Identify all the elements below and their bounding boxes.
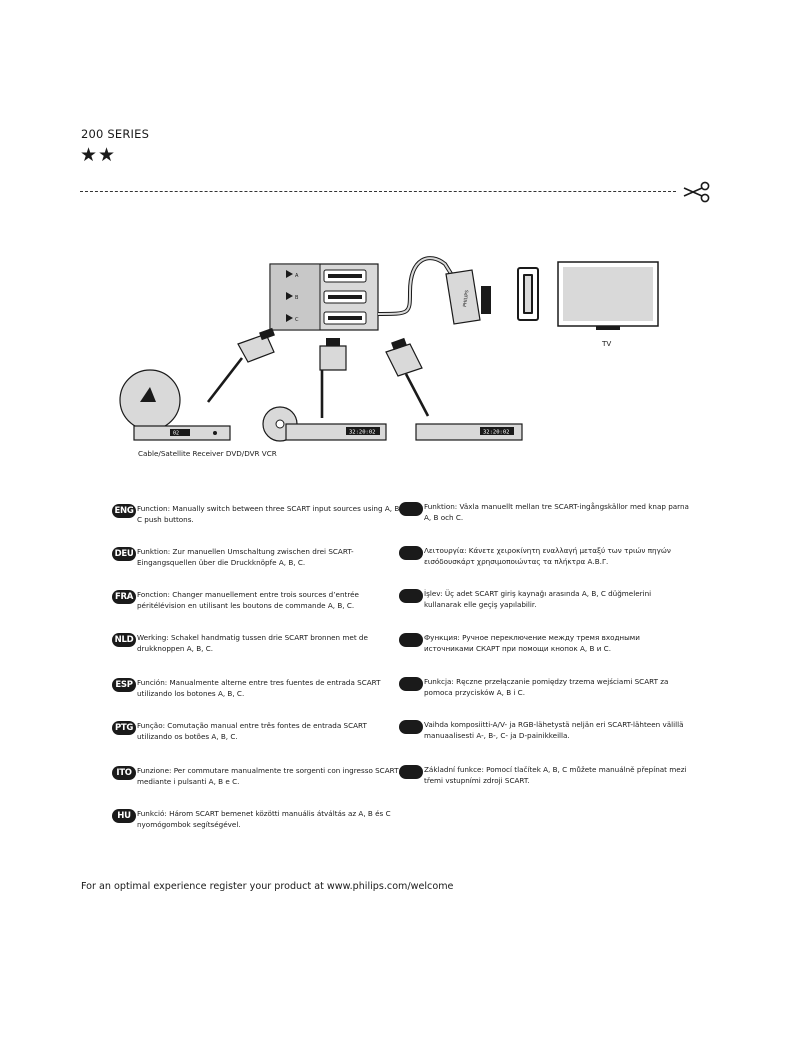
lang-text: Funzione: Per commutare manualmente tre … — [137, 766, 401, 786]
lang-text: Function: Manually switch between three … — [137, 504, 402, 524]
switch-button-b: B — [295, 295, 299, 301]
lang-badge — [399, 589, 423, 603]
lang-badge: HU — [112, 809, 136, 823]
lang-badge — [399, 546, 423, 560]
lang-badge: ESP — [112, 678, 136, 692]
receiver-scart-plug — [206, 327, 275, 403]
scissors-icon — [683, 181, 710, 203]
lang-text: Vaihda komposiitti-A/V- ja RGB-lähetystä… — [424, 720, 684, 740]
receiver-display: 02 — [173, 431, 179, 437]
cut-line — [80, 191, 676, 192]
lang-text: Função: Comutação manual entre três font… — [137, 721, 367, 741]
switch-buttons — [286, 270, 293, 322]
lang-text: Funktion: Växla manuellt mellan tre SCAR… — [424, 502, 689, 522]
connection-diagram: A B C PHILIPS TV — [119, 256, 659, 458]
scart-switch-box: A B C — [269, 263, 379, 331]
lang-badge — [399, 765, 423, 779]
vcr-display: 32:20:02 — [483, 430, 510, 436]
series-title: 200 SERIES — [81, 127, 150, 141]
lang-badge: PTG — [112, 721, 136, 735]
lang-badge — [399, 502, 423, 516]
lang-text: Λειτουργία: Κάνετε χειροκίνητη εναλλαγή … — [424, 546, 671, 566]
tv — [557, 261, 659, 330]
lang-badge: ITO — [112, 766, 136, 780]
registration-footer: For an optimal experience register your … — [81, 881, 454, 892]
switch-button-c: C — [295, 317, 299, 323]
lang-badge: FRA — [112, 590, 136, 604]
scart-plug: PHILIPS — [445, 269, 491, 325]
rating-stars: ★★ — [80, 144, 117, 166]
plug-brand: PHILIPS — [462, 290, 470, 308]
lang-text: Funkcja: Ręczne przełączanie pomiędzy tr… — [424, 677, 669, 697]
dvd-scart-plug — [319, 338, 347, 418]
lang-text: Základní funkce: Pomocí tlačítek A, B, C… — [424, 765, 687, 785]
lang-badge — [399, 720, 423, 734]
lang-text: Funktion: Zur manuellen Umschaltung zwis… — [137, 547, 354, 567]
lang-badge: NLD — [112, 633, 136, 647]
vcr-scart-plug — [385, 337, 430, 417]
lang-text: Funkció: Három SCART bemenet közötti man… — [137, 809, 391, 829]
lang-text: Werking: Schakel handmatig tussen drie S… — [137, 633, 368, 653]
tv-label: TV — [601, 339, 611, 348]
lang-badge: ENG — [112, 504, 136, 518]
dvd-display: 32:20:02 — [349, 430, 376, 436]
scart-socket — [517, 267, 539, 321]
lang-text: Fonction: Changer manuellement entre tro… — [137, 590, 359, 610]
lang-badge: DEU — [112, 547, 136, 561]
satellite-receiver: 02 — [119, 369, 231, 441]
lang-text: Функция: Ручное переключение между тремя… — [424, 633, 640, 653]
lang-text: İşlev: Üç adet SCART giriş kaynağı arası… — [424, 589, 652, 609]
dvd-player: 32:20:02 — [262, 406, 387, 442]
devices-label: Cable/Satellite Receiver DVD/DVR VCR — [138, 449, 277, 458]
lang-text: Función: Manualmente alterne entre tres … — [137, 678, 381, 698]
vcr: 32:20:02 — [415, 423, 523, 441]
lang-badge — [399, 633, 423, 647]
lang-badge — [399, 677, 423, 691]
switch-button-a: A — [295, 273, 299, 279]
